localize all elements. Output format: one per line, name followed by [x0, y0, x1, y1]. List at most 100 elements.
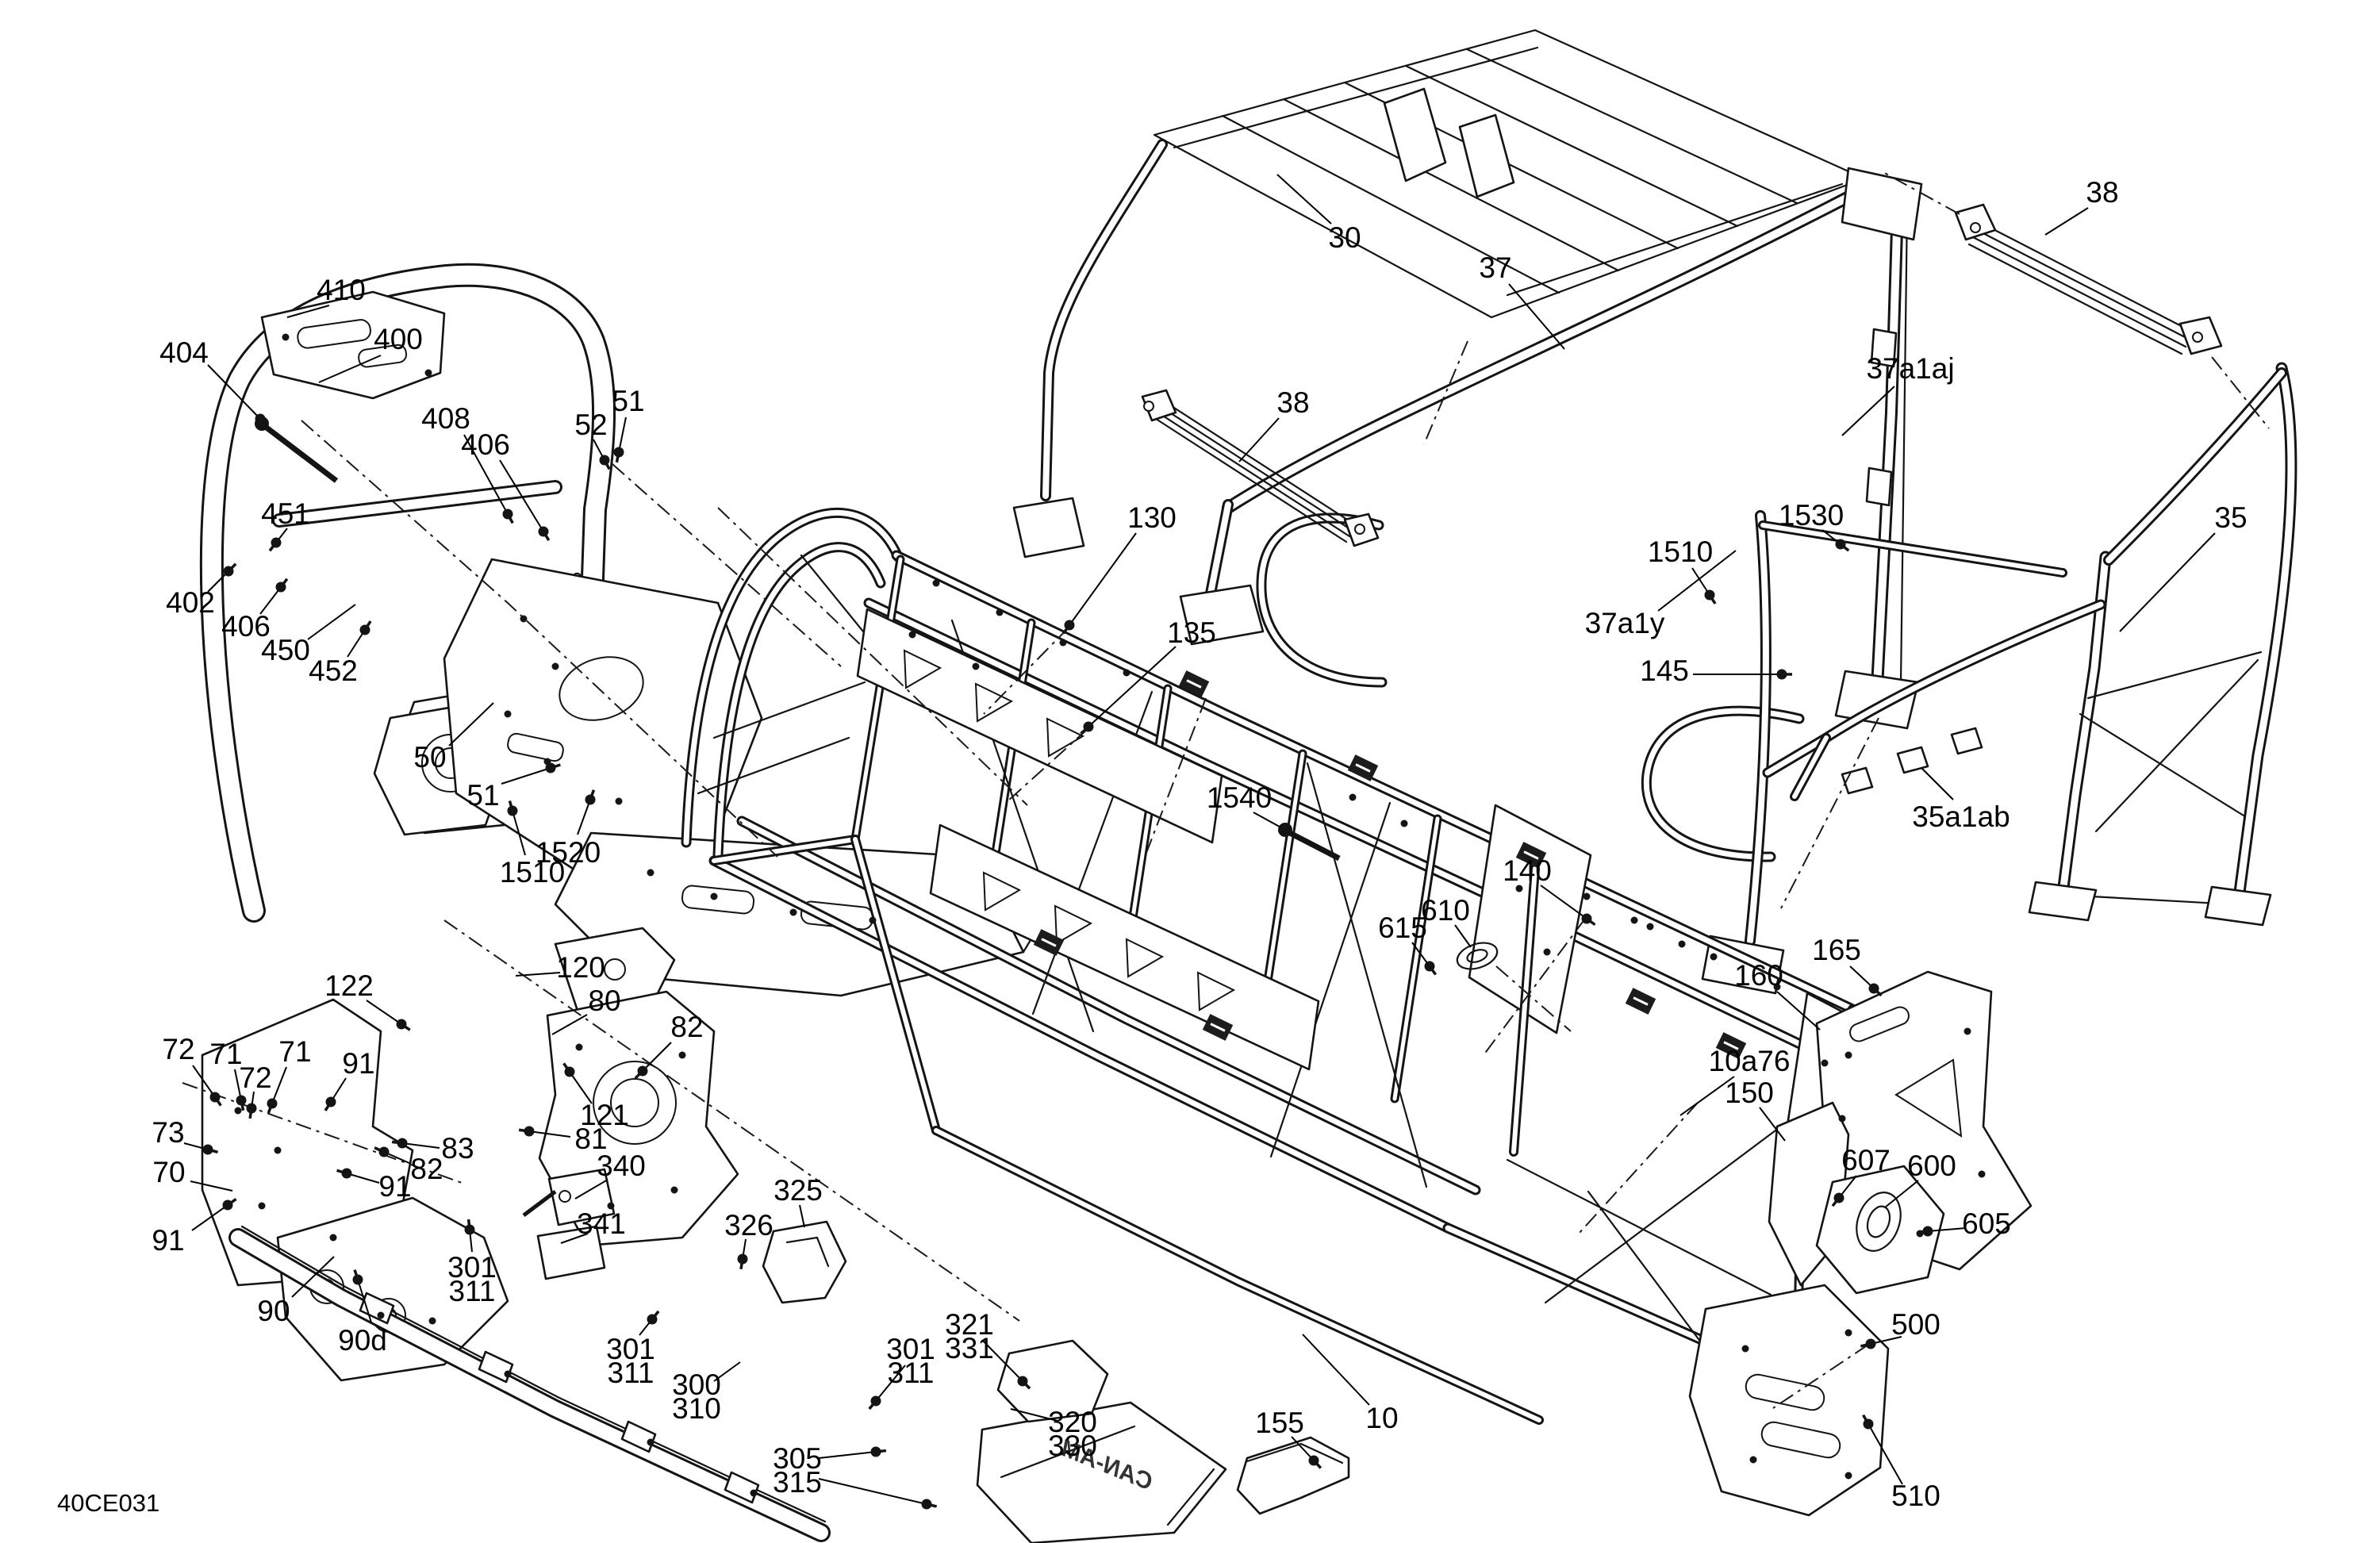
part-callout-90d: 90d	[338, 1324, 387, 1357]
rivet-hole-dot	[615, 797, 623, 805]
fastener-stem	[875, 1449, 887, 1453]
part-callout-600: 600	[1907, 1150, 1956, 1182]
callout-leader-line	[366, 1000, 402, 1025]
fastener-stem	[651, 1310, 660, 1321]
fastener-stem	[1061, 624, 1071, 635]
rivet-hole-dot	[1678, 940, 1686, 948]
rail-clamp-brackets	[1033, 670, 1747, 1059]
part-callout-406: 406	[221, 610, 271, 643]
rocker-rail-300	[228, 1225, 831, 1542]
callout-leader-line	[1088, 646, 1177, 727]
part-callout-70: 70	[152, 1156, 185, 1188]
fastener-stem	[267, 1103, 274, 1114]
right-side-parts	[1688, 970, 2033, 1517]
part-callout-1510: 1510	[1648, 535, 1713, 568]
part-callout-402: 402	[166, 586, 215, 619]
callout-leader-line	[1868, 1423, 1903, 1485]
part-callout-305: 305	[773, 1442, 822, 1475]
fastener-stem	[615, 451, 620, 463]
part-callout-315: 315	[773, 1466, 822, 1499]
rivet-hole-dot	[282, 333, 290, 341]
part-callout-10: 10	[1365, 1402, 1398, 1434]
rivet-hole-dot	[1646, 923, 1654, 931]
part-callout-451: 451	[261, 497, 310, 530]
rail-35a1ab	[1792, 735, 1829, 799]
callout-leader-line	[875, 1365, 906, 1402]
part-callout-35a1ab: 35a1ab	[1912, 800, 2010, 833]
callout-leader-line	[2119, 532, 2216, 632]
fastener-stem	[1872, 987, 1883, 997]
rivet-hole-dot	[1844, 1051, 1852, 1059]
rivet-hole-dot	[710, 892, 718, 900]
callout-leader-line	[1870, 1336, 1902, 1345]
callout-leader-line	[569, 1071, 593, 1104]
fastener-stem	[1312, 1459, 1322, 1469]
rivet-hole-dot	[670, 1186, 678, 1194]
callout-leader-line	[190, 1180, 233, 1192]
callout-leader-line	[1884, 1180, 1919, 1208]
rivet-hole-dot	[1583, 892, 1591, 900]
part-callout-37a1y: 37a1y	[1585, 607, 1665, 639]
rivet-hole-dot	[258, 1202, 266, 1210]
part-callout-310: 310	[672, 1392, 721, 1425]
part-callout-91: 91	[378, 1170, 411, 1203]
part-callout-122: 122	[324, 969, 374, 1002]
part-callout-452: 452	[309, 654, 358, 687]
fastener-stem	[508, 800, 514, 812]
part-callout-37: 37	[1479, 251, 1511, 284]
grab-handle	[1258, 515, 1385, 685]
callout-leader-line	[574, 1179, 608, 1199]
rivet-hole-dot	[647, 1438, 654, 1446]
alignment-lines	[182, 170, 2270, 1409]
part-callout-450: 450	[261, 634, 310, 666]
part-callout-341: 341	[577, 1207, 626, 1240]
rivet-hole-dot	[551, 662, 559, 670]
fastener-stem	[1862, 1414, 1870, 1425]
part-callout-605: 605	[1962, 1207, 2011, 1240]
part-callout-51: 51	[466, 779, 499, 812]
fastener-stem	[1021, 1380, 1031, 1390]
rear-cage-assembly-35	[1762, 362, 2297, 927]
part-callout-90: 90	[257, 1295, 290, 1327]
callout-leader-line	[1927, 1227, 1967, 1232]
part-callout-165: 165	[1812, 934, 1861, 966]
part-callout-1530: 1530	[1779, 499, 1844, 532]
part-callout-82: 82	[670, 1011, 703, 1043]
rivet-hole-dot	[424, 369, 432, 377]
callouts-layer: 4044104004084065251451402406450452505115…	[152, 174, 2248, 1512]
bolt-1540	[1285, 828, 1341, 862]
callout-leader-line	[501, 767, 551, 785]
part-callout-91: 91	[342, 1047, 374, 1080]
callout-leader-line	[1238, 417, 1280, 463]
part-callout-37a1aj: 37a1aj	[1866, 352, 1954, 385]
rivet-hole-dot	[1515, 885, 1523, 892]
fastener-stem	[268, 541, 278, 552]
fastener-stem	[1080, 725, 1090, 735]
callout-leader-line	[1691, 567, 1710, 596]
bracket-155	[1236, 1436, 1350, 1515]
callout-leader-line	[271, 1066, 287, 1104]
callout-leader-line	[1776, 991, 1821, 1031]
callout-leader-line	[1291, 1436, 1315, 1461]
rivet-hole-dot	[1710, 953, 1718, 961]
part-callout-130: 130	[1127, 501, 1177, 534]
callout-leader-line	[401, 1142, 440, 1149]
fastener-stem	[248, 1107, 253, 1119]
rivet-hole-dot	[678, 1051, 686, 1059]
callout-leader-line	[463, 434, 509, 515]
fastener-stem	[926, 1503, 938, 1508]
fastener-stem	[226, 1198, 237, 1207]
latch-340	[547, 1168, 616, 1226]
rivet-hole-dot	[869, 916, 877, 924]
part-callout-510: 510	[1891, 1480, 1940, 1512]
callout-leader-line	[560, 1233, 589, 1244]
fastener-stem	[279, 578, 289, 589]
rivet-hole-dot	[1741, 1345, 1749, 1353]
part-callout-301: 301	[447, 1251, 497, 1284]
callout-leader-line	[551, 1014, 588, 1035]
part-callout-52: 52	[574, 409, 607, 441]
skid-plate-305: CAN-AM	[976, 1401, 1227, 1543]
front-cage-tube-37	[1224, 188, 1862, 512]
rivet-hole-dot	[1349, 793, 1357, 801]
